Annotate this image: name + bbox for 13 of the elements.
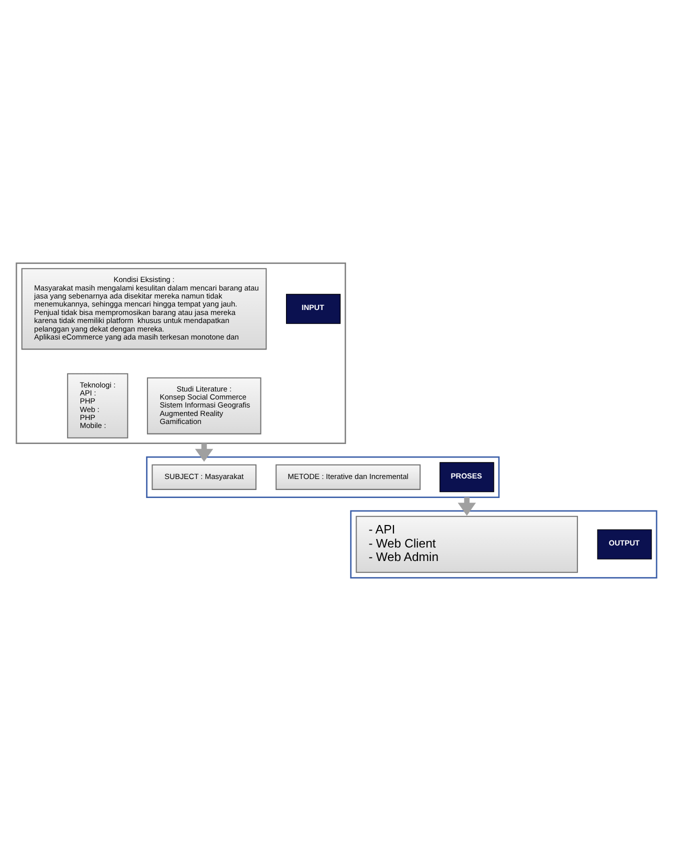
node-box: Studi Literature : Konsep Social Commerce Sistem Informasi Geografis Augmented Reality Gamification [146, 377, 262, 434]
node-box: Teknologi : API : PHP Web : PHP Mobile : [67, 373, 128, 438]
node-box: INPUT [286, 294, 341, 324]
cluster [146, 456, 500, 498]
node-box: OUTPUT [597, 529, 652, 560]
cluster [16, 262, 346, 444]
cluster [350, 510, 658, 578]
node-box: PROSES [440, 462, 494, 492]
arrow [458, 497, 476, 516]
node-box: METODE : Iterative dan Incremental [276, 464, 421, 490]
node-box: Kondisi Eksisting : Masyarakat masih mengalami kesulitan dalam mencari barang atau jasa yang sebenarnya ada disekitar mereka namun tidak menemukannya, sehingga mencari hingga tempat yang jauh. Penjual tidak bisa mempromosikan barang atau jasa mereka karena tidak memiliki platform khusus untuk mendapatkan pelanggan yang dekat dengan mereka. Aplikasi eCommerce yang ada masih terkesan monotone dan [21, 268, 267, 350]
node-box: SUBJECT : Masyarakat [152, 464, 256, 490]
node-box: - API - Web Client - Web Admin [356, 516, 578, 573]
